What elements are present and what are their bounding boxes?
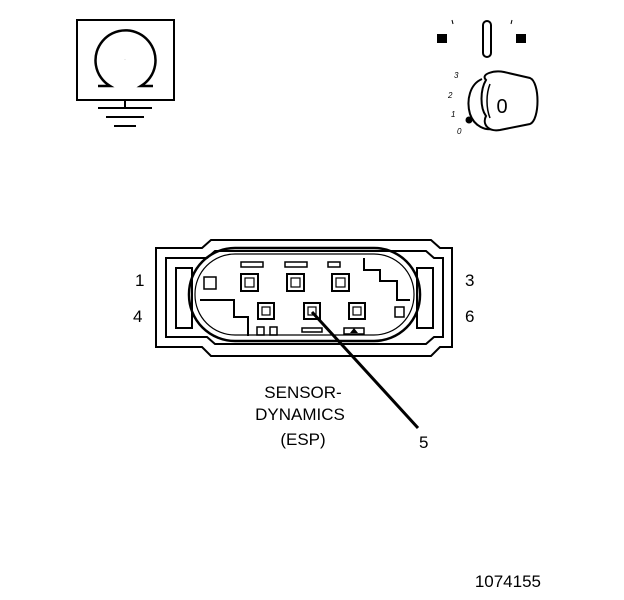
ohmmeter-symbol-text: Ω: [125, 59, 126, 61]
connector-latch-right: [416, 267, 434, 329]
pin-label-1: 1: [135, 271, 144, 290]
pin-cavity-5: [303, 302, 321, 320]
coding-rib-left: [200, 299, 249, 336]
figure-number: 1074155: [475, 572, 541, 591]
pin-label-4: 4: [133, 307, 142, 326]
bottom-mark-3: [301, 327, 323, 333]
pin-cavity-4: [257, 302, 275, 320]
ohmmeter-box: [76, 19, 175, 101]
ignition-key-icon: 3 2 1 0 0: [437, 19, 539, 136]
connector-oval-inner: [194, 253, 415, 336]
bottom-mark-1: [256, 326, 265, 336]
coding-notch-left: [203, 276, 217, 290]
ignition-pointer-dot: [465, 116, 473, 124]
connector-inner-frame: [165, 250, 444, 345]
ignition-tick-right: [510, 19, 513, 25]
ignition-position-0: 0: [457, 127, 462, 136]
ignition-key-position: 0: [496, 96, 507, 118]
ohmmeter-ground-icon: Ω: [76, 19, 175, 127]
pin-cavity-2: [286, 273, 305, 292]
bottom-mark-4-arrow: [350, 328, 358, 333]
bottom-mark-2: [269, 326, 278, 336]
top-mark-left: [240, 261, 264, 268]
connector-label-line-3: (ESP): [280, 430, 325, 449]
ignition-position-3: 3: [454, 71, 459, 80]
ignition-position-1: 1: [451, 110, 455, 119]
connector-latch-left: [175, 267, 193, 329]
pin-5-leader-line: [310, 310, 420, 430]
ignition-barrel: [467, 78, 497, 131]
ignition-slot: [482, 20, 492, 58]
connector-oval-insert: [187, 246, 422, 343]
pin-cavity-1: [240, 273, 259, 292]
top-mark-right: [327, 261, 341, 268]
ignition-position-2: 2: [447, 91, 453, 100]
ignition-contact-left: [437, 34, 447, 43]
coding-rib-right: [363, 258, 410, 301]
key-head: [480, 70, 539, 132]
key-head-groove: [486, 83, 491, 119]
ignition-tick-left: [451, 19, 454, 25]
connector-label-line-1: SENSOR-: [264, 383, 341, 402]
pin-cavity-3: [331, 273, 350, 292]
pin-label-6: 6: [465, 307, 474, 326]
pin-cavity-6: [348, 302, 366, 320]
pin-label-5: 5: [419, 433, 428, 452]
omega-symbol: [94, 29, 157, 88]
connector-label-line-2: DYNAMICS: [255, 405, 345, 424]
ignition-contact-right: [516, 34, 526, 43]
sensor-dynamics-connector: 1 3 4 6 5 SENSOR- DYNAMICS (ESP): [133, 239, 474, 452]
pin-label-3: 3: [465, 271, 474, 290]
top-mark-center: [284, 261, 308, 268]
connector-outer-housing: [155, 239, 453, 357]
coding-notch-right: [394, 306, 405, 318]
